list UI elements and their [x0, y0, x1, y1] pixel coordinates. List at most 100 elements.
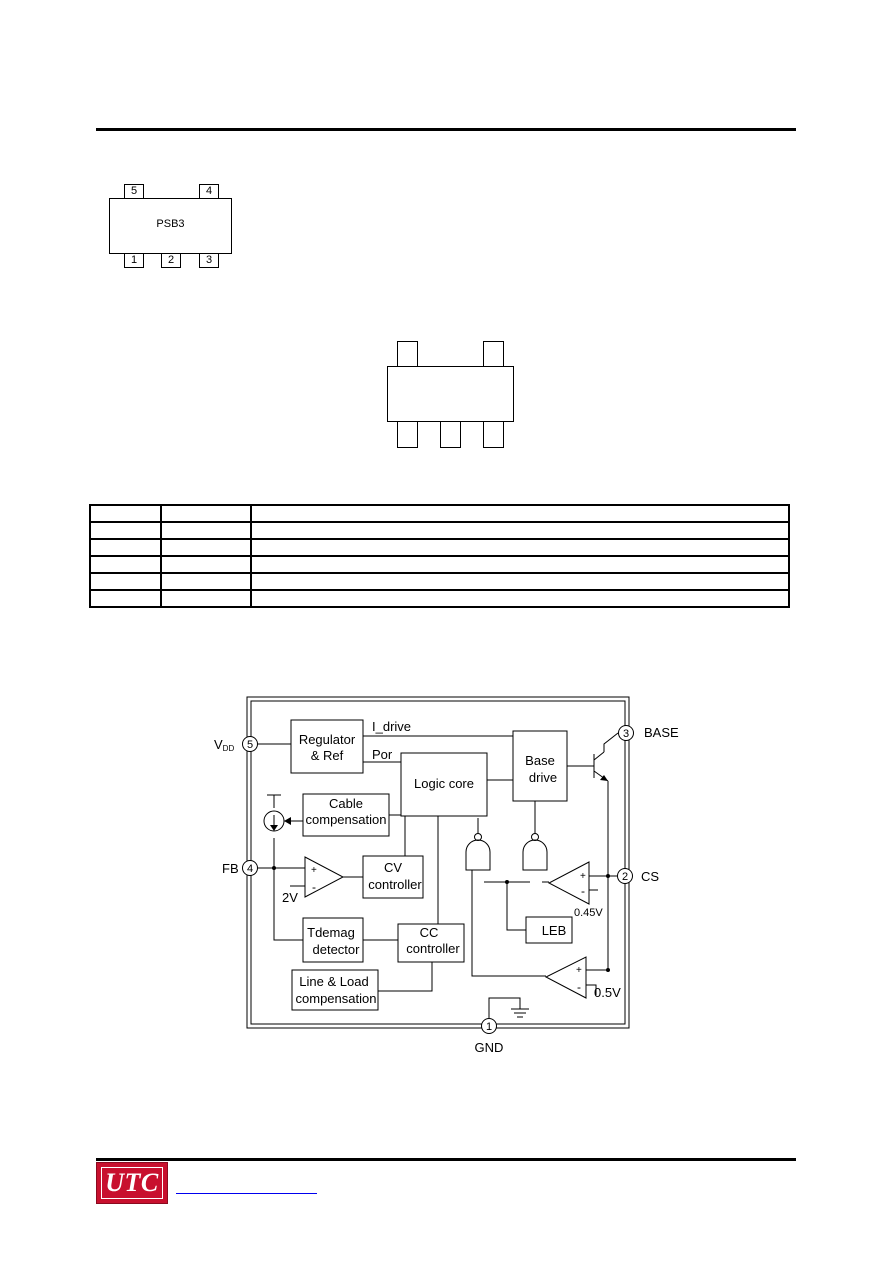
cmp05-plus: + [576, 965, 582, 976]
line-load-block [291, 969, 379, 1011]
table-row [89, 538, 790, 557]
table-cell [160, 572, 252, 591]
table-row [89, 572, 790, 591]
junction-fb [272, 866, 276, 870]
regulator-label-2: & Ref [311, 748, 344, 763]
wire-base-pin [603, 732, 619, 752]
table-cell [250, 538, 790, 557]
pin-label-fb: FB [222, 861, 239, 876]
cc-controller-label-2: controller [406, 941, 460, 956]
line-load-label-1: Line & Load [299, 974, 368, 989]
table-cell [250, 504, 790, 523]
pin-number-cs: 2 [622, 871, 628, 883]
junction-leb [505, 880, 509, 884]
table-cell [89, 538, 162, 557]
por-label: Por [372, 747, 393, 762]
cv-opamp-plus: + [311, 865, 317, 876]
ref-2v-label: 2V [282, 890, 298, 905]
pin-circle-cs [617, 868, 633, 884]
cv-controller-label-1: CV [384, 860, 402, 875]
table-row [89, 504, 790, 523]
pin-number-vdd: 5 [247, 739, 253, 751]
cc-controller-block [397, 923, 465, 963]
pin-label-base: BASE [644, 725, 679, 740]
cv-opamp [304, 856, 345, 898]
idrive-label: I_drive [372, 719, 411, 734]
pin-label-cs: CS [641, 869, 659, 884]
utc-logo-border [101, 1167, 163, 1199]
and-gate-1-bubble [474, 833, 482, 841]
cable-comp-label-2: compensation [306, 812, 387, 827]
table-cell [160, 538, 252, 557]
cmp-045v [547, 861, 590, 905]
junction-cs [606, 874, 610, 878]
tdemag-label-2: detector [313, 942, 361, 957]
footer-rule [96, 1158, 796, 1161]
and-gate-1 [465, 839, 491, 871]
base-drive-label-1: Base [525, 753, 555, 768]
cv-controller-label-2: controller [368, 877, 422, 892]
package-lead-bottom-2 [440, 421, 461, 448]
cmp-05v [544, 956, 587, 999]
cv-opamp-minus: - [312, 880, 316, 894]
pin-circle-vdd [242, 736, 258, 752]
pin-circle-gnd [481, 1018, 497, 1034]
junction-cs2 [606, 968, 610, 972]
logic-core-block [400, 752, 488, 817]
regulator-label-1: Regulator [299, 732, 356, 747]
pin-number-gnd: 1 [486, 1021, 492, 1033]
utc-logo-text: UTC [105, 1168, 159, 1197]
wire-05-ref [586, 984, 597, 995]
marking-pin-3: 3 [199, 253, 219, 268]
table-cell [160, 555, 252, 574]
marking-part-label: PSB3 [156, 218, 185, 230]
wire-fb-bus [273, 838, 303, 941]
pin-table [89, 504, 790, 608]
pin-circle-base [618, 725, 634, 741]
table-cell [89, 504, 162, 523]
leb-label: LEB [542, 923, 567, 938]
package-lead-bottom-3 [483, 421, 504, 448]
ref-05v-label: 0.5V [594, 985, 621, 1000]
cmp045-minus: - [581, 884, 585, 898]
table-row [89, 589, 790, 608]
cable-arrowhead [284, 817, 291, 825]
line-load-label-2: compensation [296, 991, 377, 1006]
tdemag-label-1: Tdemag [307, 925, 355, 940]
table-row [89, 521, 790, 540]
ground-symbol [511, 1008, 529, 1018]
cc-controller-label-1: CC [420, 925, 439, 940]
cmp045-plus: + [580, 871, 586, 882]
cmp05-minus: - [577, 980, 581, 994]
transistor-collector [593, 751, 605, 761]
base-drive-label-2: drive [529, 770, 557, 785]
table-cell [250, 555, 790, 574]
pin-number-fb: 4 [247, 863, 253, 875]
wire-leb [506, 882, 526, 931]
logic-core-label: Logic core [414, 776, 474, 791]
marking-pin-1: 1 [124, 253, 144, 268]
and-gate-2-bubble [531, 833, 539, 841]
wire-gate1-in [471, 870, 546, 977]
transistor-arrowhead [600, 775, 608, 781]
table-row [89, 555, 790, 574]
marking-pin-2: 2 [161, 253, 181, 268]
current-source-arrowhead [270, 825, 278, 831]
table-cell [89, 589, 162, 608]
cable-comp-label-1: Cable [329, 796, 363, 811]
table-cell [160, 521, 252, 540]
table-cell [160, 504, 252, 523]
pin-number-base: 3 [623, 728, 629, 740]
pin-circle-fb [242, 860, 258, 876]
ref-045v-label: 0.45V [574, 907, 603, 919]
pin-label-gnd: GND [475, 1040, 504, 1055]
and-gate-2 [522, 839, 548, 871]
website-link[interactable] [176, 1193, 317, 1194]
table-cell [160, 589, 252, 608]
table-cell [89, 521, 162, 540]
table-cell [89, 555, 162, 574]
table-cell [250, 589, 790, 608]
table-cell [250, 572, 790, 591]
wire-gnd [488, 997, 521, 1018]
